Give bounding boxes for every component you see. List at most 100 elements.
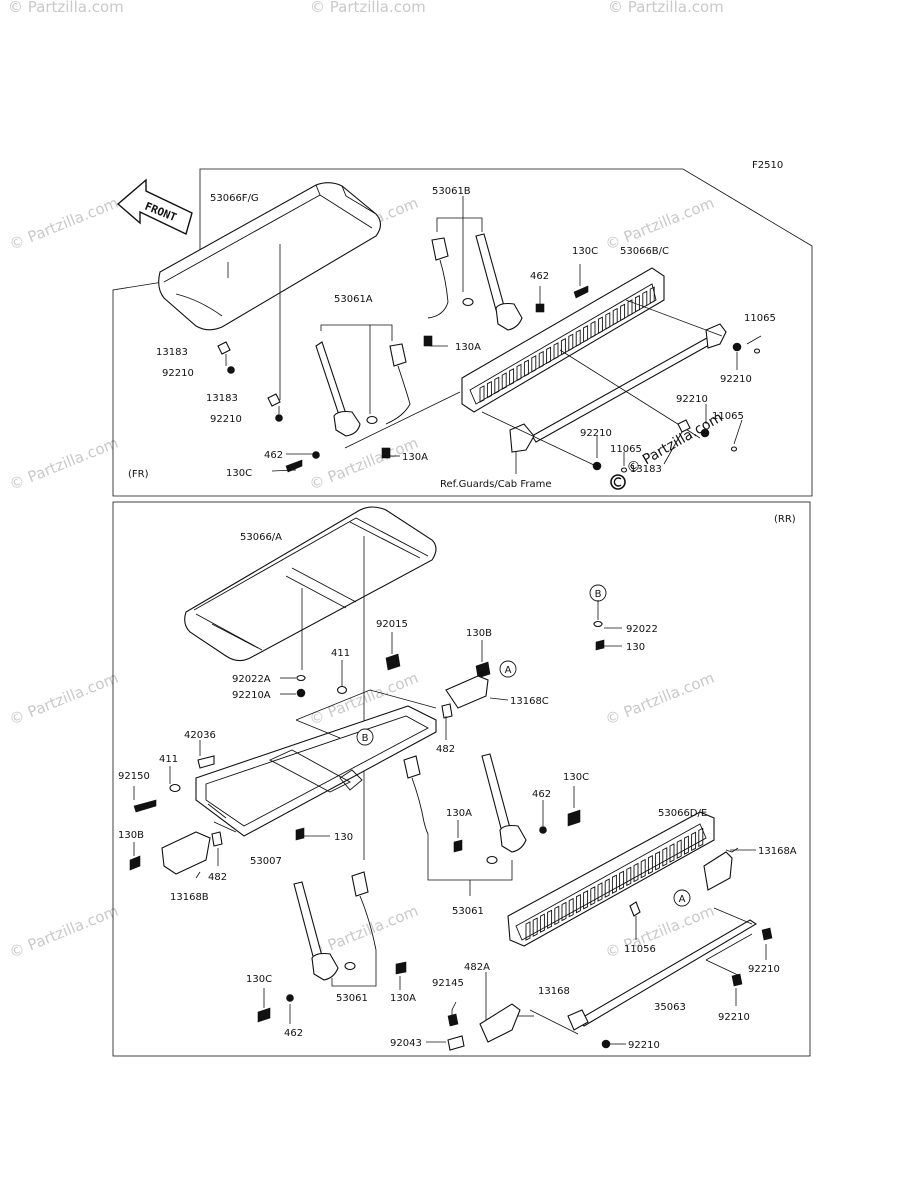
panel-slot (634, 294, 640, 313)
rear-seat-frame (195, 705, 437, 837)
part-label: 13168B (170, 892, 209, 903)
watermarks: © Partzilla.com © Partzilla.com © Partzi… (7, 0, 724, 962)
part-label: 11065 (712, 411, 744, 422)
watermark-text: © Partzilla.com (7, 194, 121, 254)
panel-slot (568, 333, 574, 352)
part-label: 130A (446, 808, 472, 819)
panel-slot (546, 346, 552, 365)
panel-slot (642, 290, 648, 309)
top-panel-slots (479, 286, 655, 403)
part-label: 11065 (744, 313, 776, 324)
svg-text:A: A (505, 665, 512, 676)
front-seat-cushion (158, 182, 382, 331)
watermark-text: © Partzilla.com (7, 902, 121, 962)
part-label: 411 (159, 754, 178, 765)
part-label: 92145 (432, 978, 464, 989)
part-label: 92022 (626, 624, 658, 635)
watermark-text: © Partzilla.com (608, 0, 724, 16)
part-label: 462 (284, 1028, 303, 1039)
panel-slot (590, 886, 596, 906)
panel-slot (561, 901, 567, 922)
panel-slot (604, 878, 610, 898)
callout-b-bottom: B (356, 728, 374, 746)
part-label: 53061 (336, 993, 368, 1004)
bracket-13168 (479, 1003, 521, 1043)
panel-slot (649, 286, 655, 304)
part-label: 92210 (720, 374, 752, 385)
panel-slot (538, 350, 544, 369)
panel-slot (547, 909, 553, 930)
panel-slot (575, 329, 581, 347)
panel-slot (627, 299, 633, 317)
watermark-text: © Partzilla.com (307, 902, 421, 962)
watermark-text: © Partzilla.com (7, 434, 121, 494)
panel-slot (525, 921, 531, 941)
rear-cross-bar (567, 919, 758, 1031)
part-label: 130 (626, 642, 645, 653)
part-label: 13168A (758, 846, 797, 857)
bottom-leader-lines (133, 600, 767, 1045)
part-label: 53066F/G (210, 193, 259, 204)
part-label: 482 (208, 872, 227, 883)
svg-text:B: B (362, 733, 369, 744)
callout-a-top: A (499, 660, 517, 678)
panel-slot (568, 897, 574, 918)
panel-slot (612, 307, 618, 326)
bottom-part-labels: 53066/A 92015 130B 92022 130 411 92022A … (118, 532, 797, 1051)
part-label: 130B (466, 628, 492, 639)
part-label: 53061A (334, 294, 373, 305)
part-label: 130B (118, 830, 144, 841)
part-label: 92210 (718, 1012, 750, 1023)
panel-slot (583, 325, 589, 343)
panel-slot (691, 831, 697, 852)
bracket-13168c (445, 675, 489, 709)
callout-a-bottom: A (673, 889, 691, 907)
rear-seat-cushion (184, 506, 437, 662)
part-label: 92043 (390, 1038, 422, 1049)
part-label: 92210 (162, 368, 194, 379)
panel-slot (501, 372, 507, 390)
part-label: 92022A (232, 674, 271, 685)
panel-slot (553, 342, 559, 360)
watermark-text: © Partzilla.com (307, 434, 421, 494)
part-label: 42036 (184, 730, 216, 741)
part-label: 130A (402, 452, 428, 463)
panel-slot (633, 862, 639, 883)
rear-seat-belt-left (293, 871, 377, 981)
part-label: 53007 (250, 856, 282, 867)
part-label: 13168C (510, 696, 549, 707)
part-label: 53066/A (240, 532, 282, 543)
top-part-labels: 53066F/G 53061B 130C 53066B/C 462 11065 … (156, 186, 776, 490)
panel-slot (523, 359, 529, 377)
panel-slot (560, 337, 566, 356)
part-label: 53066D/E (658, 808, 707, 819)
panel-slot (647, 854, 653, 875)
panel-slot (486, 380, 492, 399)
part-label: 462 (530, 271, 549, 282)
bottom-section-tag: (RR) (774, 514, 796, 525)
watermark-text: © Partzilla.com (603, 194, 717, 254)
part-label: 13183 (206, 393, 238, 404)
watermark-text: © Partzilla.com (603, 669, 717, 729)
seat-belt-53061b (427, 233, 523, 331)
part-label: 462 (532, 789, 551, 800)
panel-slot (597, 316, 603, 334)
svg-text:A: A (679, 894, 686, 905)
part-label: 11056 (624, 944, 656, 955)
svg-text:B: B (595, 589, 602, 600)
bracket-13168b (161, 831, 211, 875)
rear-panel-slots (525, 827, 704, 941)
panel-slot (516, 363, 522, 382)
top-section-tag: (FR) (128, 469, 149, 480)
part-label: 130 (334, 832, 353, 843)
panel-slot (597, 882, 603, 902)
part-label: 53061B (432, 186, 471, 197)
panel-slot (640, 858, 646, 879)
part-label: 92210 (628, 1040, 660, 1051)
panel-slot (479, 385, 485, 403)
part-label: 130A (455, 342, 481, 353)
panel-slot (698, 827, 704, 848)
panel-slot (583, 890, 589, 910)
callout-b-top: B (589, 584, 607, 602)
